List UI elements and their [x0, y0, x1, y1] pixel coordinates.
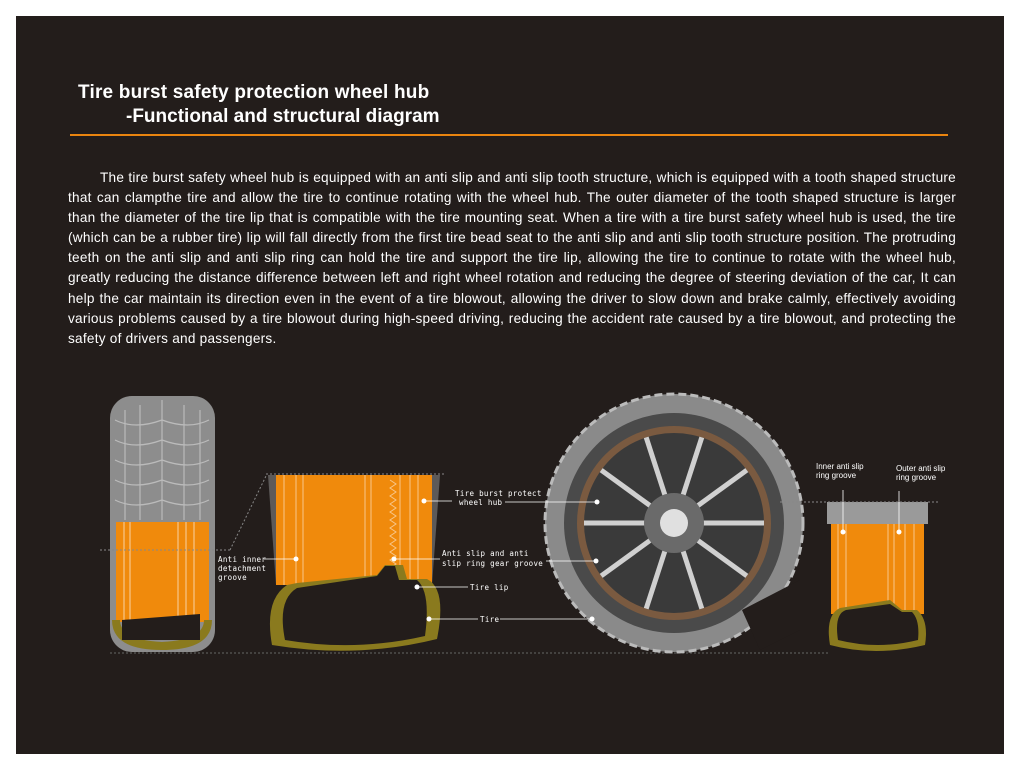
svg-text:Anti inner: Anti inner [218, 555, 266, 564]
callout-inner-ring-groove: Inner anti slip ring groove [816, 462, 864, 535]
svg-text:Tire lip: Tire lip [470, 583, 509, 592]
svg-text:ring groove: ring groove [816, 471, 857, 480]
title-divider [70, 134, 948, 136]
ring-groove-cross-section [780, 501, 938, 651]
callout-wheel-hub: Tire burst protect wheel hub [421, 489, 600, 507]
callout-gear-groove: Anti slip and anti slip ring gear groove [391, 549, 599, 568]
description-paragraph: The tire burst safety wheel hub is equip… [68, 170, 956, 346]
title-line-2: -Functional and structural diagram [126, 106, 440, 127]
svg-text:wheel hub: wheel hub [459, 498, 503, 507]
svg-text:Anti slip and anti: Anti slip and anti [442, 549, 529, 558]
callout-outer-ring-groove: Outer anti slip ring groove [896, 464, 946, 535]
svg-text:Tire: Tire [480, 615, 499, 624]
wheel-side-view [543, 392, 805, 654]
svg-text:detachment: detachment [218, 564, 266, 573]
svg-text:Tire burst protect: Tire burst protect [455, 489, 542, 498]
svg-text:Outer anti slip: Outer anti slip [896, 464, 946, 473]
svg-text:slip ring gear groove: slip ring gear groove [442, 559, 543, 568]
title-line-1: Tire burst safety protection wheel hub [78, 82, 430, 103]
svg-text:Inner anti slip: Inner anti slip [816, 462, 864, 471]
svg-text:ring groove: ring groove [896, 473, 937, 482]
tire-front-view [110, 396, 215, 652]
svg-text:groove: groove [218, 573, 247, 582]
callout-anti-inner-detachment-groove: Anti inner detachment groove [218, 555, 299, 582]
hub-cross-section [268, 475, 441, 651]
callout-tire: Tire [426, 615, 595, 624]
callout-tire-lip: Tire lip [414, 583, 509, 592]
